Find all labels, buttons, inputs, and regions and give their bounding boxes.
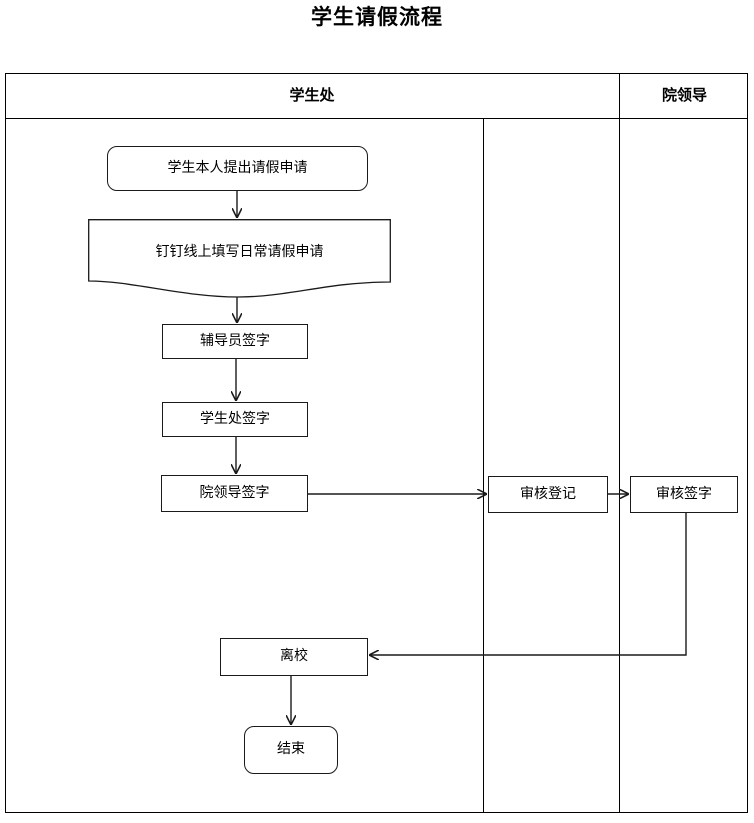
node-leave-school-label: 离校	[280, 649, 308, 665]
lane-header-student-affairs: 学生处	[289, 88, 335, 104]
node-dingtalk-form-label: 钉钉线上填写日常请假申请	[155, 245, 324, 261]
lane-divider-right	[619, 119, 620, 812]
node-end[interactable]: 结束	[244, 726, 338, 774]
node-end-label: 结束	[277, 742, 305, 758]
node-review-sign[interactable]: 审核签字	[630, 476, 738, 513]
node-counselor-sign-label: 辅导员签字	[200, 333, 270, 349]
lane-header-college-leader: 院领导	[619, 74, 749, 119]
node-leave-school[interactable]: 离校	[220, 638, 368, 676]
document-shape-icon	[88, 219, 391, 298]
node-affairs-sign[interactable]: 学生处签字	[162, 402, 308, 437]
page-title: 学生请假流程	[311, 5, 443, 29]
lane-header-row: 学生处 院领导	[6, 74, 747, 119]
node-dingtalk-form[interactable]: 钉钉线上填写日常请假申请	[88, 219, 391, 299]
node-student-request[interactable]: 学生本人提出请假申请	[107, 146, 368, 191]
swimlane-table: 学生处 院领导	[5, 73, 748, 813]
node-review-sign-label: 审核签字	[656, 486, 712, 502]
node-leader-sign[interactable]: 院领导签字	[161, 475, 308, 512]
node-leader-sign-label: 院领导签字	[199, 485, 270, 501]
node-review-register[interactable]: 审核登记	[488, 476, 608, 513]
node-student-request-label: 学生本人提出请假申请	[167, 160, 308, 176]
node-counselor-sign[interactable]: 辅导员签字	[162, 324, 308, 359]
node-affairs-sign-label: 学生处签字	[200, 411, 270, 427]
node-review-register-label: 审核登记	[520, 486, 576, 502]
lane-divider-inner	[483, 119, 484, 812]
